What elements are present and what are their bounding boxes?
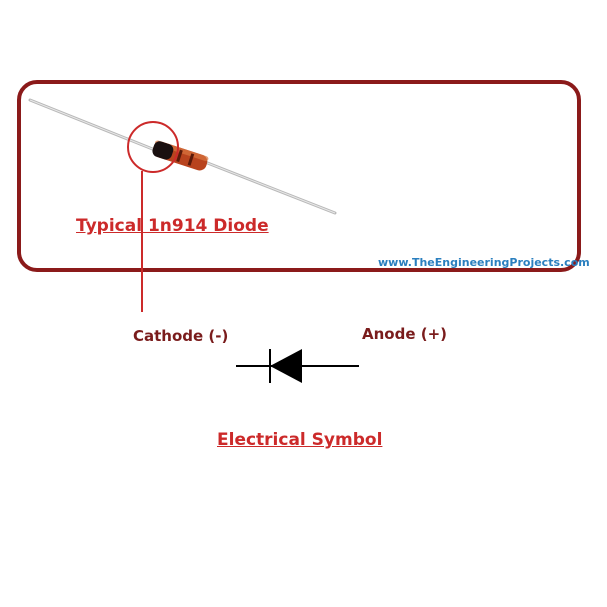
diode-photo-panel: [17, 80, 581, 272]
website-watermark: www.TheEngineeringProjects.com: [378, 256, 590, 269]
electrical-symbol-caption: Electrical Symbol: [217, 430, 382, 450]
anode-label: Anode (+): [362, 325, 447, 343]
diode-title: Typical 1n914 Diode: [76, 216, 269, 236]
diode-symbol-icon: [236, 349, 359, 383]
cathode-label: Cathode (-): [133, 327, 228, 345]
